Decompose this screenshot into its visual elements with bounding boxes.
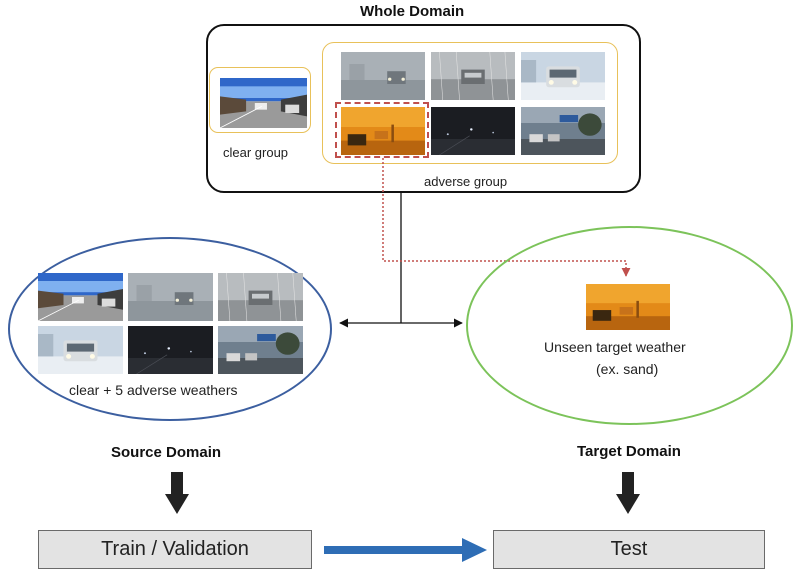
target-caption-line2: (ex. sand) — [596, 361, 659, 377]
target-domain-title: Target Domain — [577, 443, 681, 460]
source-image-rain — [218, 273, 303, 321]
clear-group-image — [220, 78, 307, 128]
down-arrow-icon — [165, 472, 189, 514]
target-domain-ellipse — [466, 226, 793, 425]
clear-group-box — [209, 67, 311, 133]
right-arrow-icon — [324, 538, 487, 562]
source-domain-ellipse — [8, 237, 332, 421]
adverse-image-fog — [341, 52, 425, 100]
adverse-group-label: adverse group — [424, 174, 508, 189]
adverse-image-dusk — [521, 107, 605, 155]
source-caption: clear + 5 adverse weathers — [69, 382, 238, 398]
source-image-night — [128, 326, 213, 374]
adverse-image-snow — [521, 52, 605, 100]
target-caption-line1: Unseen target weather — [544, 339, 686, 355]
train-validation-box: Train / Validation — [38, 530, 312, 569]
whole-domain-title: Whole Domain — [360, 3, 465, 20]
adverse-image-rain — [431, 52, 515, 100]
source-image-snow — [38, 326, 123, 374]
source-image-clear — [38, 273, 123, 321]
source-image-fog — [128, 273, 213, 321]
source-image-dusk — [218, 326, 303, 374]
test-box: Test — [493, 530, 765, 569]
sand-highlight-dashed-box — [335, 102, 429, 158]
source-domain-title: Source Domain — [111, 444, 222, 461]
target-image-sand — [586, 284, 670, 330]
down-arrow-icon — [616, 472, 640, 514]
adverse-image-night — [431, 107, 515, 155]
clear-group-label: clear group — [223, 145, 289, 160]
